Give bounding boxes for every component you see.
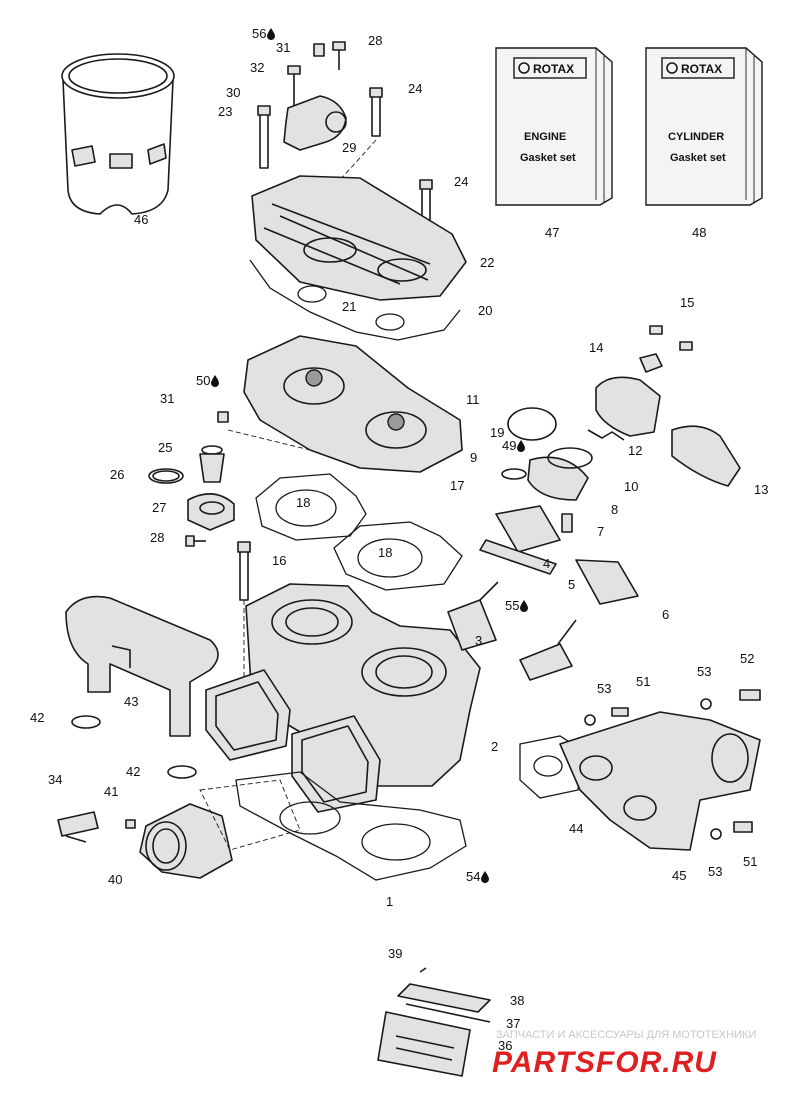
part-label-52: 52 xyxy=(740,651,754,666)
watermark: ЗАПЧАСТИ И АКСЕССУАРЫ ДЛЯ МОТОТЕХНИКИ PA… xyxy=(492,1029,756,1079)
part-label-43: 43 xyxy=(124,694,138,709)
part-label-1: 1 xyxy=(386,894,393,909)
part-40-carburetor-adaptor xyxy=(125,779,301,879)
part-17-18-cylinder-gaskets xyxy=(255,473,463,591)
part-label-50: 50 xyxy=(196,373,210,388)
part-47-engine-gasket-set-manual: ROTAX ENGINE Gasket set xyxy=(495,47,613,206)
part-label-41: 41 xyxy=(104,784,118,799)
part-44-45-exhaust-manifold xyxy=(519,689,761,851)
part-label-47: 47 xyxy=(545,225,559,240)
part-label-13: 13 xyxy=(754,482,768,497)
part-label-14: 14 xyxy=(589,340,603,355)
part-43-tuned-pipe xyxy=(65,595,219,737)
part-46-cylinder-sleeve xyxy=(61,53,175,215)
part-label-4: 4 xyxy=(543,556,550,571)
oil-drop-icon xyxy=(517,440,525,452)
part-label-55: 55 xyxy=(505,598,519,613)
part-label-39: 39 xyxy=(388,946,402,961)
part-label-42: 42 xyxy=(30,710,44,725)
part-label-51: 51 xyxy=(636,674,650,689)
parts-3-15-valve-group xyxy=(447,325,741,681)
part-label-19: 19 xyxy=(490,425,504,440)
part-label-9: 9 xyxy=(470,450,477,465)
part-1-base-gasket xyxy=(235,771,467,881)
part-label-5: 5 xyxy=(568,577,575,592)
oil-drop-icon xyxy=(481,871,489,883)
part-label-24: 24 xyxy=(454,174,468,189)
part-label-16: 16 xyxy=(272,553,286,568)
part-label-28: 28 xyxy=(150,530,164,545)
part-label-23: 23 xyxy=(218,104,232,119)
part-label-53: 53 xyxy=(697,664,711,679)
part-label-20: 20 xyxy=(478,303,492,318)
part-label-12: 12 xyxy=(628,443,642,458)
oil-drop-icon xyxy=(211,375,219,387)
oil-drop-icon xyxy=(267,28,275,40)
part-label-34: 34 xyxy=(48,772,62,787)
manual-48-line2: Gasket set xyxy=(670,152,726,164)
part-label-49: 49 xyxy=(502,438,516,453)
part-label-32: 32 xyxy=(250,60,264,75)
part-34-bracket xyxy=(57,811,99,843)
part-label-17: 17 xyxy=(450,478,464,493)
part-label-18: 18 xyxy=(296,495,310,510)
part-19-cylinder-head xyxy=(217,335,463,473)
part-label-24: 24 xyxy=(408,81,422,96)
manual-47-line2: Gasket set xyxy=(520,152,576,164)
part-label-51: 51 xyxy=(743,854,757,869)
reed-valve-blocks xyxy=(205,669,381,813)
part-label-27: 27 xyxy=(152,500,166,515)
part-label-11: 11 xyxy=(466,392,480,407)
part-label-31: 31 xyxy=(276,40,290,55)
part-36-39-reed-assembly xyxy=(377,967,491,1077)
part-label-38: 38 xyxy=(510,993,524,1008)
part-label-15: 15 xyxy=(680,295,694,310)
part-48-cylinder-gasket-set-manual: ROTAX CYLINDER Gasket set xyxy=(645,47,763,206)
part-42-clamp xyxy=(71,715,197,779)
manual-48-line1: CYLINDER xyxy=(668,131,724,143)
part-label-10: 10 xyxy=(624,479,638,494)
watermark-caption: ЗАПЧАСТИ И АКСЕССУАРЫ ДЛЯ МОТОТЕХНИКИ xyxy=(496,1029,756,1041)
part-label-53: 53 xyxy=(597,681,611,696)
part-label-36: 36 xyxy=(498,1038,512,1053)
manual-48-brand: ROTAX xyxy=(681,62,722,76)
oil-drop-icon xyxy=(520,600,528,612)
manual-47-line1: ENGINE xyxy=(524,131,566,143)
part-label-54: 54 xyxy=(466,869,480,884)
part-label-6: 6 xyxy=(662,607,669,622)
part-22-cylinder-head-cover xyxy=(251,175,467,301)
part-label-2: 2 xyxy=(491,739,498,754)
part-label-42: 42 xyxy=(126,764,140,779)
part-label-31: 31 xyxy=(160,391,174,406)
part-label-3: 3 xyxy=(475,633,482,648)
part-16-stud xyxy=(237,541,251,680)
part-20-21-head-gaskets xyxy=(249,259,461,341)
watermark-brand: PARTSFOR.RU xyxy=(492,1046,717,1079)
part-label-48: 48 xyxy=(692,225,706,240)
top-bolts-and-fittings xyxy=(257,41,433,229)
part-label-44: 44 xyxy=(569,821,583,836)
part-label-21: 21 xyxy=(342,299,356,314)
part-label-53: 53 xyxy=(708,864,722,879)
part-label-28: 28 xyxy=(368,33,382,48)
part-25-28-thermostat-group xyxy=(148,429,311,547)
part-label-30: 30 xyxy=(226,85,240,100)
part-label-45: 45 xyxy=(672,868,686,883)
part-label-18: 18 xyxy=(378,545,392,560)
part-label-22: 22 xyxy=(480,255,494,270)
part-label-46: 46 xyxy=(134,212,148,227)
part-label-7: 7 xyxy=(597,524,604,539)
part-label-56: 56 xyxy=(252,26,266,41)
manual-47-brand: ROTAX xyxy=(533,62,574,76)
part-label-8: 8 xyxy=(611,502,618,517)
part-label-26: 26 xyxy=(110,467,124,482)
part-label-25: 25 xyxy=(158,440,172,455)
part-label-29: 29 xyxy=(342,140,356,155)
part-label-40: 40 xyxy=(108,872,122,887)
part-label-37: 37 xyxy=(506,1016,520,1031)
